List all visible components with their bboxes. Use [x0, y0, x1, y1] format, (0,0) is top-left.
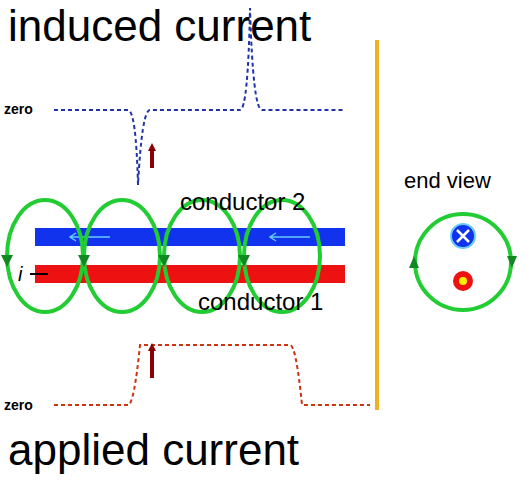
field-arrowheads: [1, 255, 250, 267]
view-label: end view: [404, 170, 491, 192]
current-arrow: [30, 273, 48, 275]
zero-label: zero: [4, 398, 33, 412]
field-arrowhead: [409, 256, 419, 268]
field-arrowhead: [507, 256, 517, 268]
heading-label: applied current: [8, 428, 299, 472]
heading-label: induced current: [8, 4, 311, 48]
part-label: conductor 2: [180, 190, 305, 214]
divider: [375, 40, 379, 410]
end-view-field: [415, 214, 511, 310]
conductor-2-end: [451, 224, 475, 248]
part-label: conductor 1: [198, 290, 323, 314]
time-marker: [150, 347, 154, 378]
induced-arrows: [70, 233, 310, 241]
conductor-1-end: [453, 271, 473, 291]
zero-label: zero: [4, 102, 33, 116]
time-marker: [150, 147, 154, 168]
out-of-page-mark: [459, 277, 467, 285]
applied-waveform: [54, 345, 370, 405]
into-page-mark: [457, 230, 469, 242]
current-label: i: [18, 264, 22, 284]
